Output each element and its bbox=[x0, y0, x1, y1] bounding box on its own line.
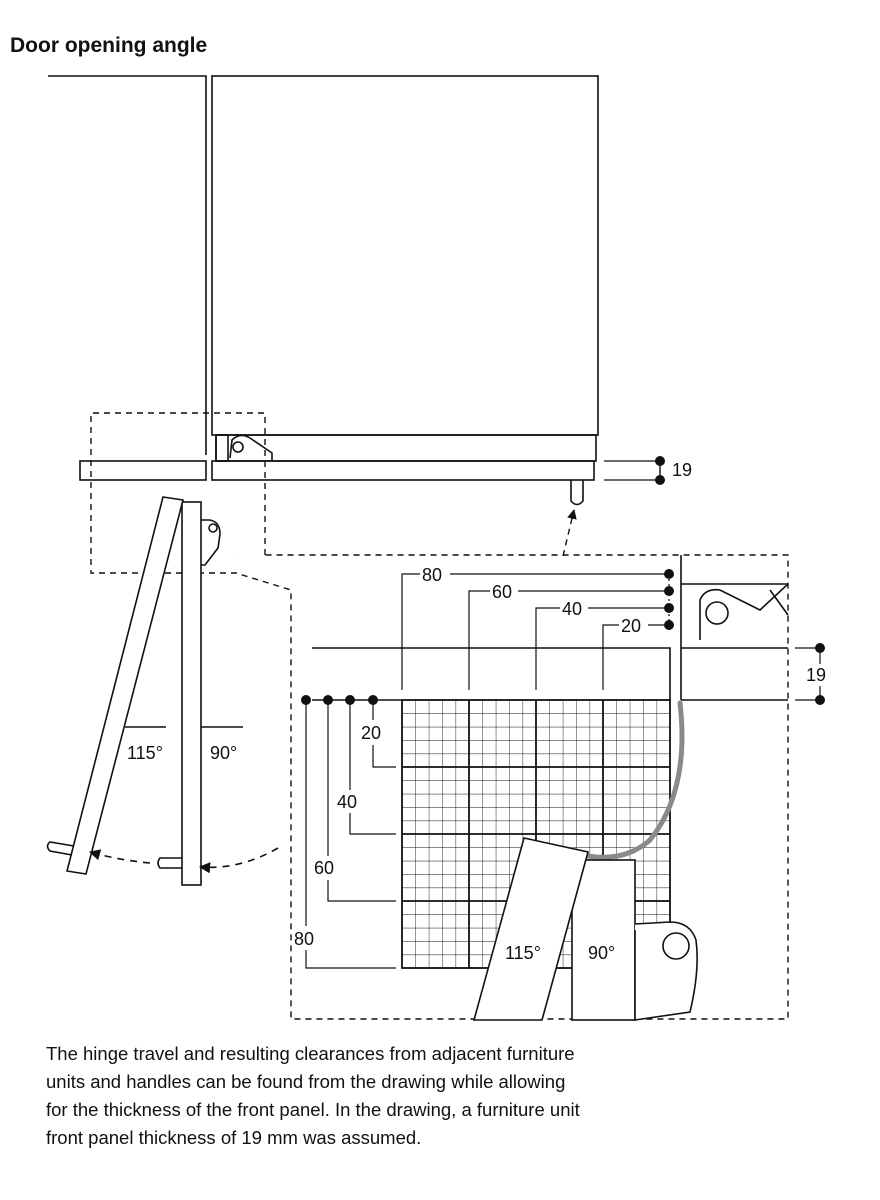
top-clearance-scale bbox=[401, 573, 668, 690]
handle-115 bbox=[46, 841, 75, 856]
hinge-small-swing bbox=[201, 519, 221, 566]
swing-arc-2 bbox=[88, 849, 151, 864]
hinge-arm-detail bbox=[634, 921, 698, 1021]
small-angle-115-label: 115° bbox=[127, 743, 163, 763]
adjacent-front-panel bbox=[79, 460, 207, 481]
hinge-travel-curve bbox=[585, 700, 685, 860]
door-115-detail bbox=[472, 837, 589, 1021]
appliance-base bbox=[215, 434, 597, 462]
top-scale-20: 20 bbox=[621, 616, 641, 636]
left-scale-20: 20 bbox=[361, 723, 381, 743]
left-clearance-scale bbox=[305, 700, 396, 969]
panel-thickness-detail-label: 19 bbox=[806, 665, 826, 685]
caption-text: The hinge travel and resulting clearance… bbox=[46, 1040, 686, 1152]
door-swing-small bbox=[46, 496, 279, 886]
handle-90 bbox=[157, 857, 182, 869]
detail-view: 80 60 40 20 20 40 60 80 bbox=[294, 555, 826, 1021]
appliance-body bbox=[211, 75, 599, 436]
door-115-panel bbox=[66, 496, 184, 875]
caption-line: units and handles can be found from the … bbox=[46, 1071, 566, 1092]
door-90-detail bbox=[571, 859, 636, 1021]
adjacent-unit-outline bbox=[48, 75, 207, 455]
detail-angle-115-label: 115° bbox=[505, 943, 541, 963]
caption-line: for the thickness of the front panel. In… bbox=[46, 1099, 580, 1120]
adjacent-panel-detail bbox=[312, 647, 671, 700]
small-angle-90-label: 90° bbox=[210, 743, 237, 763]
left-scale-40: 40 bbox=[337, 792, 357, 812]
hinge-large bbox=[699, 583, 789, 640]
appliance-front-panel bbox=[211, 460, 595, 481]
top-scale-40: 40 bbox=[562, 599, 582, 619]
left-scale-dots bbox=[301, 695, 378, 705]
hinge-small bbox=[215, 434, 273, 462]
left-scale-80: 80 bbox=[294, 929, 314, 949]
top-scale-60: 60 bbox=[492, 582, 512, 602]
swing-arc bbox=[198, 847, 279, 874]
door-90-panel bbox=[181, 501, 202, 886]
caption-line: front panel thickness of 19 mm was assum… bbox=[46, 1127, 422, 1148]
panel-thickness-top-label: 19 bbox=[672, 460, 692, 480]
panel-pin bbox=[570, 480, 584, 506]
detail-callout-lines bbox=[90, 412, 789, 1020]
caption-line: The hinge travel and resulting clearance… bbox=[46, 1043, 575, 1064]
detail-angle-90-label: 90° bbox=[588, 943, 615, 963]
cabinet-plan-view bbox=[48, 75, 599, 506]
panel-thickness-dimension-top: 19 bbox=[604, 456, 692, 485]
top-scale-80: 80 bbox=[422, 565, 442, 585]
left-scale-60: 60 bbox=[314, 858, 334, 878]
page-title: Door opening angle bbox=[10, 34, 208, 57]
